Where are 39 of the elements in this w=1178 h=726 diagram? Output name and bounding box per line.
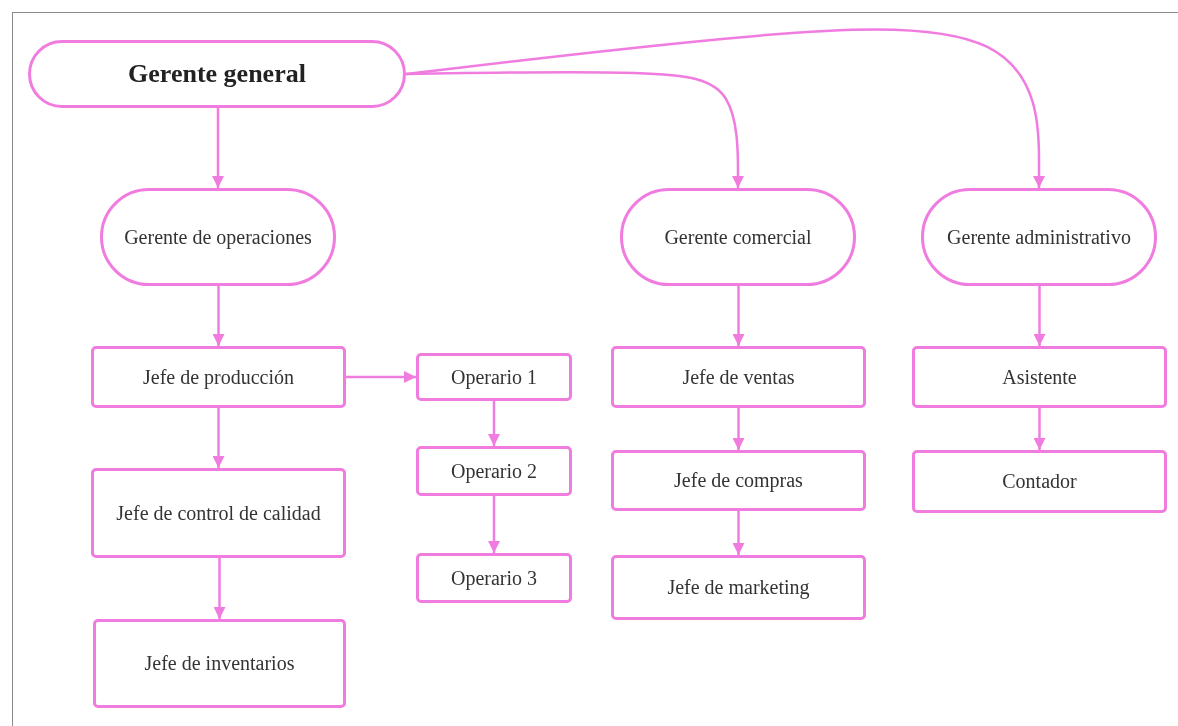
arrow — [212, 408, 225, 468]
role-title: Jefe de ventas — [682, 364, 795, 390]
role-title: Gerente de operaciones — [124, 224, 312, 251]
role-box — [912, 450, 1167, 513]
role-box — [611, 346, 866, 408]
role-box — [416, 446, 572, 496]
role-title: Operario 2 — [450, 458, 538, 485]
role-box — [416, 353, 572, 401]
role-title: Jefe de marketing — [667, 575, 810, 601]
role-box — [93, 619, 346, 708]
arrow — [732, 408, 745, 450]
role-title: Asistente — [1002, 364, 1077, 390]
role-box — [416, 553, 572, 603]
arrow — [212, 286, 225, 346]
arrow — [488, 496, 500, 553]
role-title: Contador — [1002, 469, 1077, 494]
role-title: Gerente administrativo — [947, 224, 1131, 250]
role-title: Operario 1 — [450, 364, 538, 391]
role-box — [611, 555, 866, 620]
role-title: Gerente general — [128, 58, 306, 91]
role-box — [91, 346, 346, 408]
arrow — [346, 371, 416, 383]
arrow — [212, 108, 224, 188]
role-box — [611, 450, 866, 511]
role-title: Gerente comercial — [664, 224, 812, 250]
role-title: Operario 3 — [450, 565, 538, 592]
role-box — [912, 346, 1167, 408]
arrow — [732, 286, 745, 346]
arrow — [488, 401, 500, 446]
role-title: Jefe de producción — [142, 364, 294, 391]
arrow — [732, 511, 745, 555]
arrow — [405, 28, 1045, 188]
role-box — [91, 468, 346, 558]
arrow — [1033, 408, 1046, 450]
role-title: Jefe de compras — [674, 468, 803, 494]
arrow — [1033, 286, 1046, 346]
role-title: Jefe de control de calidad — [116, 500, 321, 526]
role-title: Jefe de inventarios — [144, 651, 295, 676]
arrow — [213, 558, 226, 619]
